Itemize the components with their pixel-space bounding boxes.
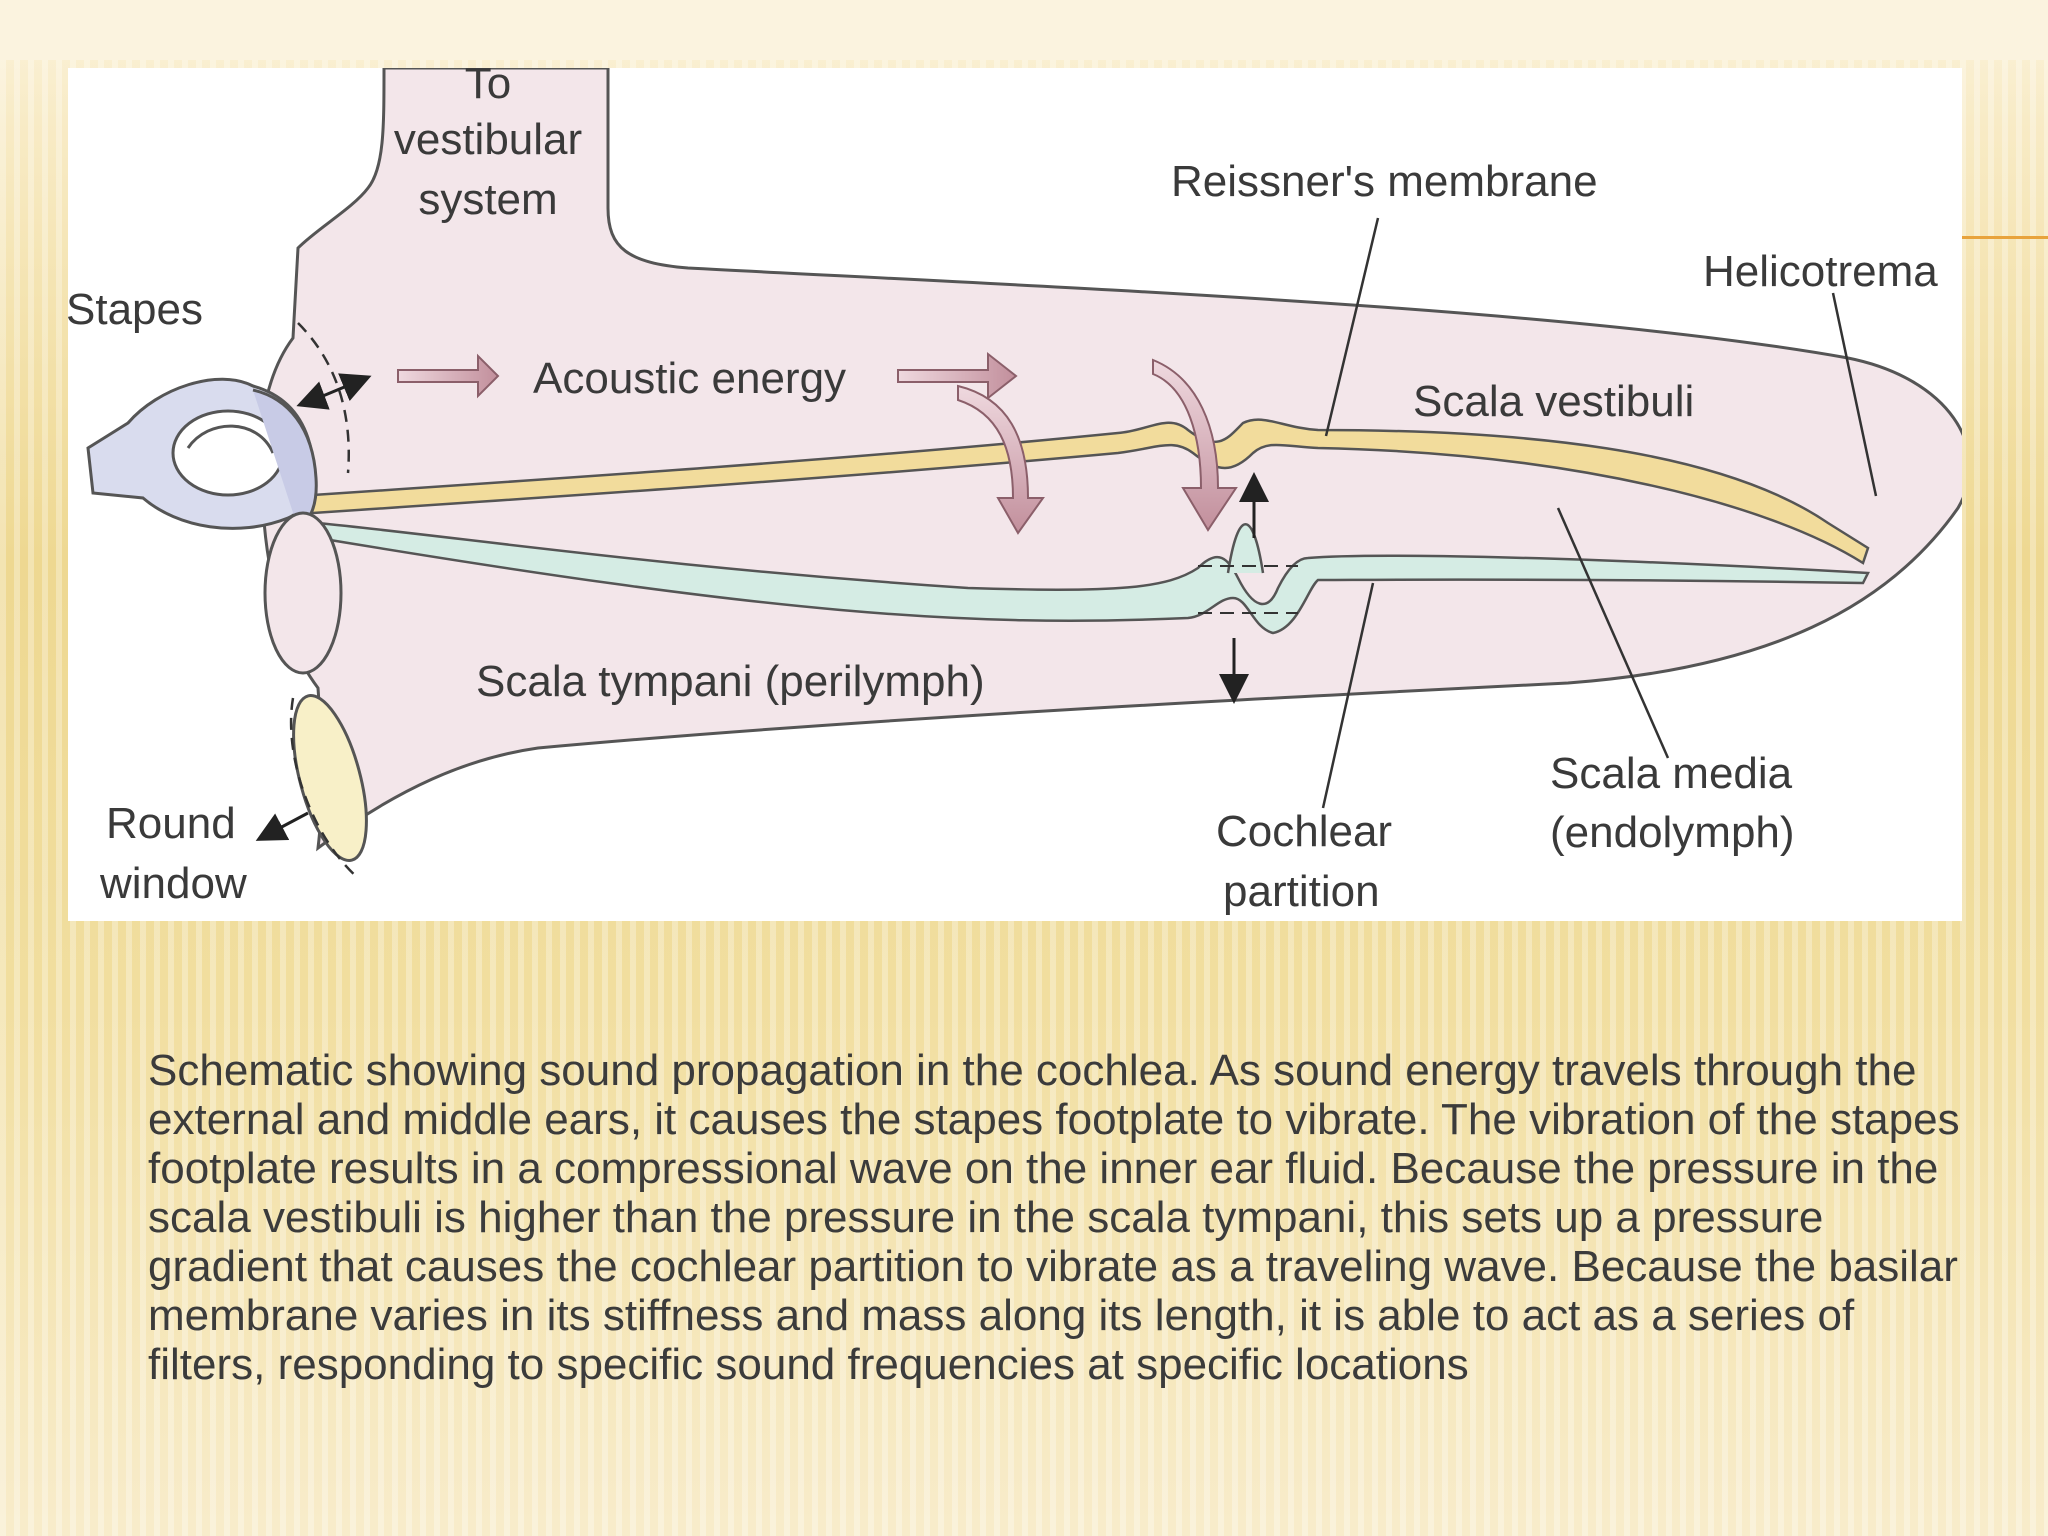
label-scala-media: Scala media bbox=[1550, 749, 1793, 798]
label-vestibular: vestibular bbox=[394, 115, 582, 164]
reissners-pointer bbox=[1324, 217, 1380, 437]
label-cochlear: Cochlear bbox=[1216, 807, 1392, 856]
label-helicotrema: Helicotrema bbox=[1703, 247, 1938, 296]
label-scala-tympani: Scala tympani (perilymph) bbox=[476, 657, 985, 706]
acoustic-arrow-3 bbox=[957, 384, 1045, 535]
acoustic-arrow-4 bbox=[1152, 358, 1238, 532]
label-partition: partition bbox=[1223, 867, 1380, 916]
acoustic-arrow-2 bbox=[897, 351, 1018, 401]
acoustic-arrow-1 bbox=[397, 353, 500, 399]
label-endolymph: (endolymph) bbox=[1550, 808, 1795, 857]
label-window: window bbox=[99, 859, 247, 908]
label-round: Round bbox=[106, 799, 236, 848]
label-scala-vestibuli: Scala vestibuli bbox=[1413, 377, 1694, 426]
reissners-membrane-band bbox=[296, 418, 1870, 565]
label-to: To bbox=[465, 68, 511, 108]
label-stapes: Stapes bbox=[68, 285, 203, 334]
slide-accent-line bbox=[1962, 236, 2048, 239]
label-acoustic-energy: Acoustic energy bbox=[533, 354, 846, 403]
label-reissners-membrane: Reissner's membrane bbox=[1171, 157, 1598, 206]
label-system: system bbox=[418, 175, 557, 224]
stapes-icon bbox=[86, 377, 318, 530]
scala-media-pointer bbox=[1556, 507, 1670, 759]
slide-top-band bbox=[0, 0, 2048, 60]
round-window-icon bbox=[263, 511, 368, 862]
helicotrema-pointer bbox=[1831, 292, 1878, 497]
cochlea-diagram-svg: To vestibular system Stapes Acoustic ene… bbox=[68, 68, 1962, 916]
cochlea-diagram: To vestibular system Stapes Acoustic ene… bbox=[68, 68, 1962, 921]
cochlear-partition-band bbox=[316, 521, 1870, 635]
cochlear-partition-pointer bbox=[1321, 582, 1375, 809]
diagram-caption: Schematic showing sound propagation in t… bbox=[148, 1046, 1960, 1389]
